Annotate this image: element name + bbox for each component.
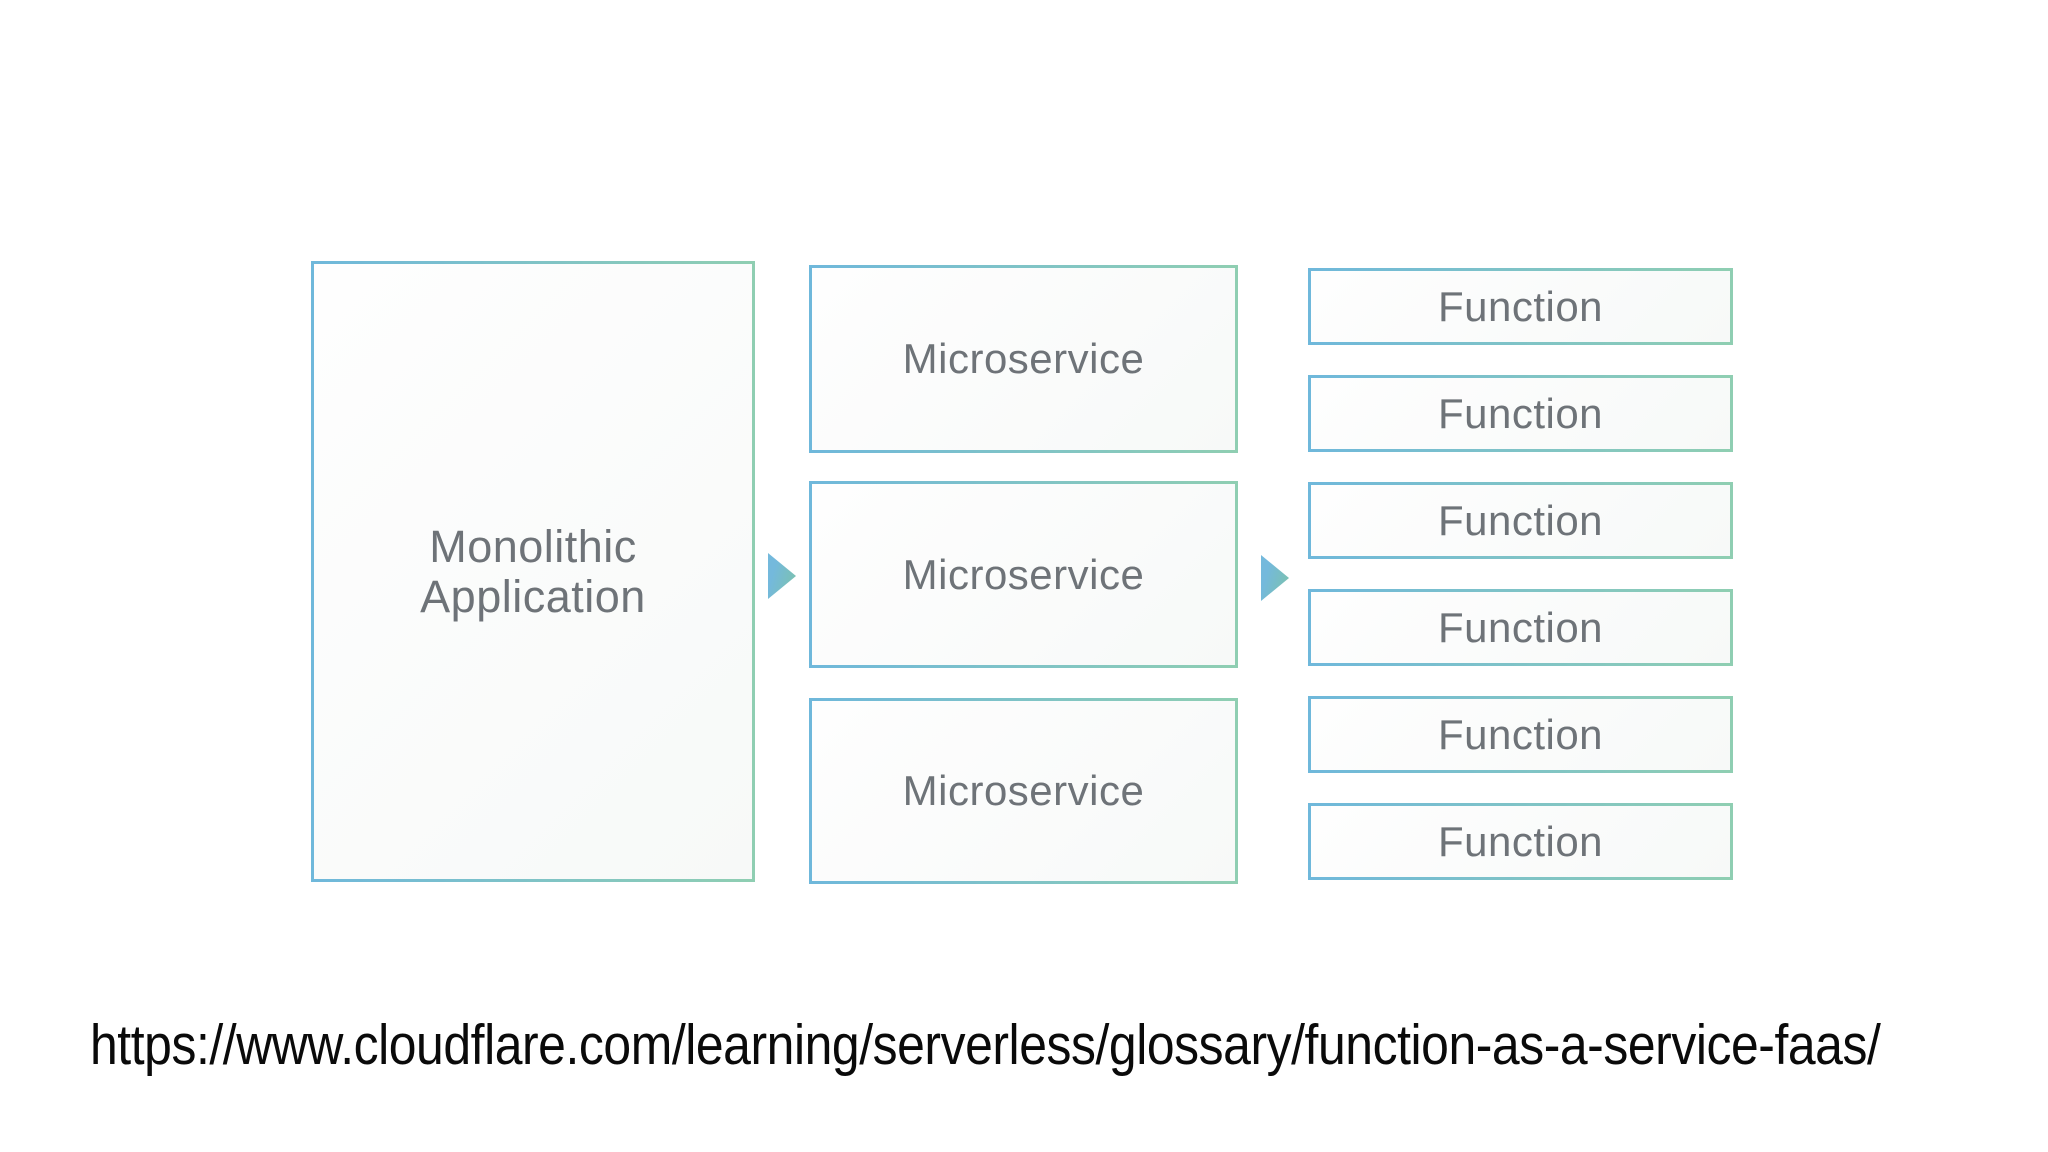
function-label: Function bbox=[1437, 389, 1604, 437]
arrow-right-icon bbox=[1261, 555, 1289, 601]
function-label: Function bbox=[1437, 496, 1604, 544]
function-box: Function bbox=[1308, 482, 1733, 559]
microservice-box: Microservice bbox=[809, 481, 1238, 668]
arrow-right-icon bbox=[768, 553, 796, 599]
monolith-box: Monolithic Application bbox=[311, 261, 755, 882]
source-url: https://www.cloudflare.com/learning/serv… bbox=[90, 1013, 1881, 1077]
function-box: Function bbox=[1308, 268, 1733, 345]
function-label: Function bbox=[1437, 710, 1604, 758]
microservice-label: Microservice bbox=[902, 550, 1145, 598]
function-box: Function bbox=[1308, 803, 1733, 880]
function-label: Function bbox=[1437, 817, 1604, 865]
monolith-label: Monolithic Application bbox=[420, 521, 646, 622]
function-label: Function bbox=[1437, 603, 1604, 651]
microservice-label: Microservice bbox=[902, 335, 1145, 382]
microservice-label: Microservice bbox=[902, 767, 1145, 814]
microservice-box: Microservice bbox=[809, 698, 1238, 884]
function-label: Function bbox=[1437, 282, 1604, 330]
function-box: Function bbox=[1308, 375, 1733, 452]
microservice-box: Microservice bbox=[809, 265, 1238, 453]
function-box: Function bbox=[1308, 696, 1733, 773]
function-box: Function bbox=[1308, 589, 1733, 666]
